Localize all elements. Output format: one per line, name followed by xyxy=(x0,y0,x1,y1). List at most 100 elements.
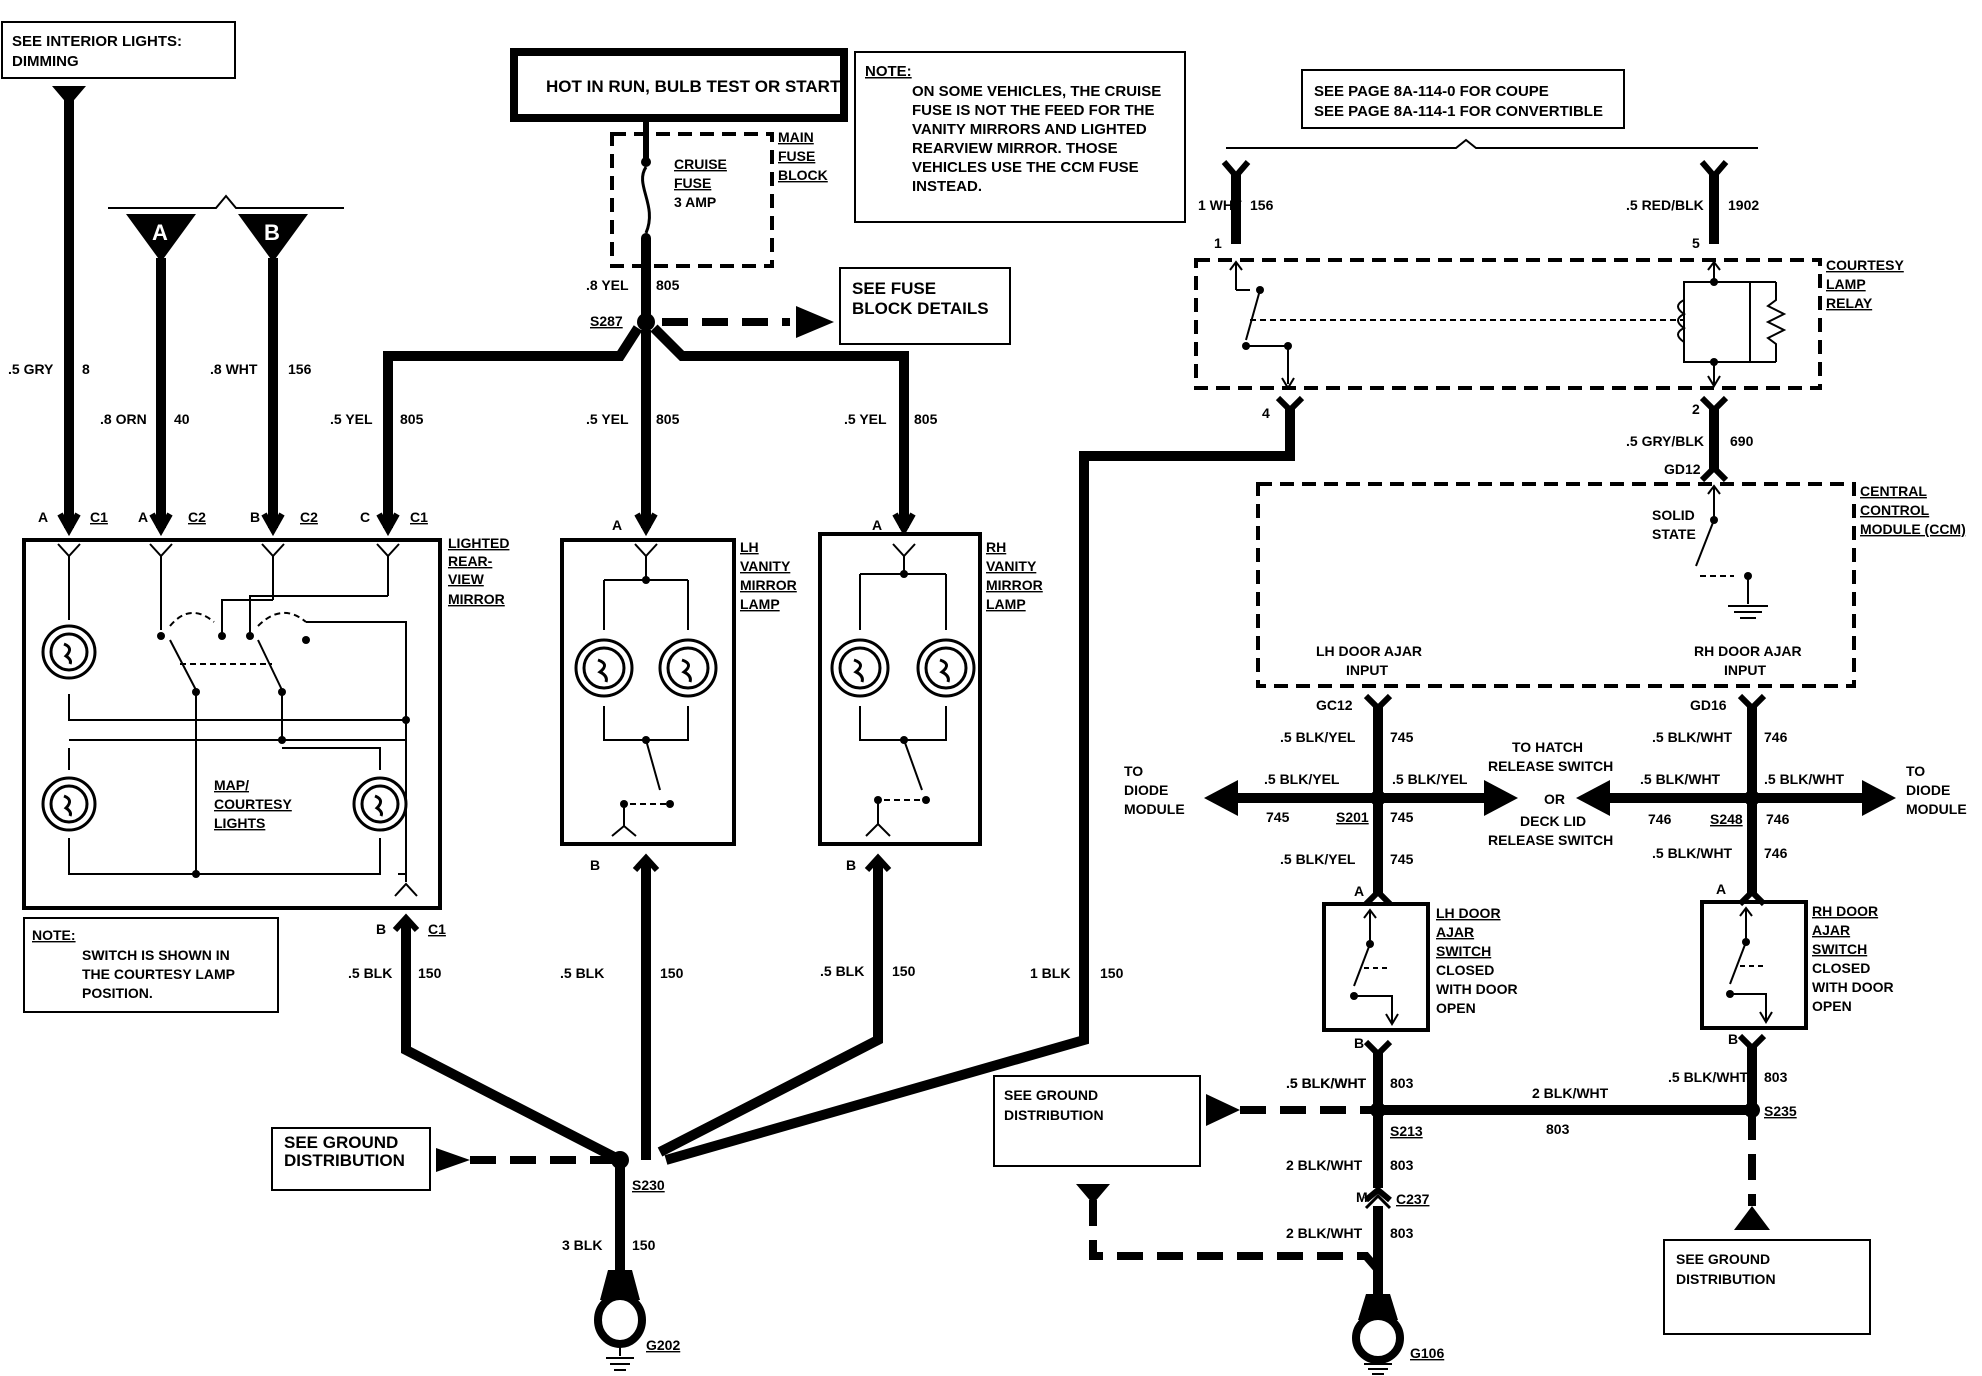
svg-text:3 BLK: 3 BLK xyxy=(562,1237,602,1253)
ccm-label: CENTRAL CONTROL MODULE (CCM) xyxy=(1860,483,1966,537)
svg-text:.5 BLK/YEL: .5 BLK/YEL xyxy=(1392,771,1468,787)
svg-text:TO HATCH: TO HATCH xyxy=(1512,739,1583,755)
svg-text:REARVIEW MIRROR. THOSE: REARVIEW MIRROR. THOSE xyxy=(912,140,1118,157)
svg-text:RELEASE SWITCH: RELEASE SWITCH xyxy=(1488,832,1613,848)
svg-text:RELAY: RELAY xyxy=(1826,295,1873,311)
lh-vanity-box xyxy=(560,538,736,846)
svg-text:745: 745 xyxy=(1390,851,1414,867)
svg-text:.5 BLK/WHT: .5 BLK/WHT xyxy=(1286,1075,1367,1091)
svg-text:.5 BLK/YEL: .5 BLK/YEL xyxy=(1280,851,1356,867)
lh-vanity-bulb-2 xyxy=(658,638,718,698)
svg-text:INPUT: INPUT xyxy=(1724,662,1766,678)
svg-text:B: B xyxy=(250,509,260,525)
ground-distribution-right: SEE GROUND DISTRIBUTION xyxy=(1663,1239,1871,1335)
lh-vanity-bulb-1 xyxy=(574,638,634,698)
svg-text:FUSE: FUSE xyxy=(674,175,711,191)
hot-in-run-box: HOT IN RUN, BULB TEST OR START xyxy=(510,48,848,122)
svg-text:S235: S235 xyxy=(1764,1103,1797,1119)
svg-text:COURTESY: COURTESY xyxy=(1826,257,1904,273)
svg-text:BLOCK: BLOCK xyxy=(778,167,828,183)
svg-text:.5 BLK/WHT: .5 BLK/WHT xyxy=(1668,1069,1749,1085)
svg-text:TO: TO xyxy=(1124,763,1143,779)
svg-text:.5 RED/BLK: .5 RED/BLK xyxy=(1626,197,1704,213)
svg-text:TO: TO xyxy=(1906,763,1925,779)
svg-text:FUSE: FUSE xyxy=(778,148,815,164)
svg-text:.5 BLK/WHT: .5 BLK/WHT xyxy=(1652,729,1733,745)
svg-text:INSTEAD.: INSTEAD. xyxy=(912,178,982,195)
lighted-mirror-box xyxy=(22,538,442,910)
svg-text:DECK LID: DECK LID xyxy=(1520,813,1586,829)
svg-text:1902: 1902 xyxy=(1728,197,1759,213)
svg-text:150: 150 xyxy=(660,965,684,981)
lh-door-switch-box xyxy=(1322,902,1430,1032)
ground-distribution-left: SEE GROUND DISTRIBUTION xyxy=(271,1127,431,1191)
svg-text:745: 745 xyxy=(1390,729,1414,745)
svg-text:INPUT: INPUT xyxy=(1346,662,1388,678)
svg-text:.8 WHT: .8 WHT xyxy=(210,361,258,377)
svg-text:C237: C237 xyxy=(1396,1191,1430,1207)
svg-text:SEE GROUND: SEE GROUND xyxy=(1004,1087,1098,1103)
svg-text:.5 BLK/YEL: .5 BLK/YEL xyxy=(1264,771,1340,787)
svg-text:SEE PAGE 8A-114-0 FOR COUPE: SEE PAGE 8A-114-0 FOR COUPE xyxy=(1314,83,1549,100)
svg-text:VIEW: VIEW xyxy=(448,571,485,587)
svg-text:AJAR: AJAR xyxy=(1812,922,1850,938)
svg-text:SEE PAGE 8A-114-1 FOR CONVERTI: SEE PAGE 8A-114-1 FOR CONVERTIBLE xyxy=(1314,103,1603,120)
ccm-box xyxy=(1256,482,1856,688)
svg-text:746: 746 xyxy=(1764,729,1788,745)
svg-text:S230: S230 xyxy=(632,1177,665,1193)
svg-text:A: A xyxy=(138,509,148,525)
svg-text:805: 805 xyxy=(914,411,938,427)
svg-text:8: 8 xyxy=(82,361,90,377)
rh-door-switch-box xyxy=(1700,900,1808,1030)
svg-text:POSITION.: POSITION. xyxy=(82,985,153,1001)
svg-text:156: 156 xyxy=(1250,197,1274,213)
svg-text:RH DOOR AJAR: RH DOOR AJAR xyxy=(1694,643,1802,659)
svg-text:LAMP: LAMP xyxy=(986,596,1026,612)
svg-text:.5 GRY: .5 GRY xyxy=(8,361,54,377)
svg-text:RH: RH xyxy=(986,539,1006,555)
svg-text:5: 5 xyxy=(1692,235,1700,251)
svg-text:G106: G106 xyxy=(1410,1345,1444,1361)
svg-text:.5 BLK/WHT: .5 BLK/WHT xyxy=(1640,771,1721,787)
svg-text:3 AMP: 3 AMP xyxy=(674,194,716,210)
svg-text:MAP/: MAP/ xyxy=(214,777,249,793)
svg-text:CONTROL: CONTROL xyxy=(1860,502,1930,518)
svg-text:.5 BLK: .5 BLK xyxy=(820,963,864,979)
to-hatch-release-switch: TO HATCH RELEASE SWITCH OR DECK LID RELE… xyxy=(1488,739,1613,848)
ground-g202: G202 xyxy=(594,1270,680,1371)
svg-text:805: 805 xyxy=(656,277,680,293)
svg-text:2 BLK/WHT: 2 BLK/WHT xyxy=(1532,1085,1609,1101)
svg-text:.5 YEL: .5 YEL xyxy=(844,411,887,427)
svg-text:.5 BLK/WHT: .5 BLK/WHT xyxy=(1286,1075,1367,1091)
svg-text:VANITY MIRRORS AND LIGHTED: VANITY MIRRORS AND LIGHTED xyxy=(912,121,1147,138)
svg-text:.5 GRY/BLK: .5 GRY/BLK xyxy=(1626,433,1704,449)
svg-text:OPEN: OPEN xyxy=(1812,998,1852,1014)
svg-text:LH: LH xyxy=(740,539,759,555)
svg-text:OR: OR xyxy=(1544,791,1565,807)
svg-text:REAR-: REAR- xyxy=(448,553,493,569)
svg-text:.5 BLK/WHT: .5 BLK/WHT xyxy=(1764,771,1845,787)
svg-text:805: 805 xyxy=(656,411,680,427)
main-fuse-block-label: MAIN FUSE BLOCK xyxy=(778,129,828,183)
svg-text:A: A xyxy=(1716,881,1726,897)
svg-text:.8 YEL: .8 YEL xyxy=(586,277,629,293)
cruise-fuse: CRUISE FUSE 3 AMP xyxy=(641,156,727,243)
svg-text:DISTRIBUTION: DISTRIBUTION xyxy=(284,1151,405,1170)
svg-text:GD16: GD16 xyxy=(1690,697,1727,713)
svg-text:C1: C1 xyxy=(428,921,446,937)
svg-text:745: 745 xyxy=(1390,809,1414,825)
svg-text:WITH DOOR: WITH DOOR xyxy=(1812,979,1894,995)
svg-text:.5 BLK/YEL: .5 BLK/YEL xyxy=(1280,729,1356,745)
input-b-triangle xyxy=(238,214,308,262)
svg-text:LIGHTED: LIGHTED xyxy=(448,535,509,551)
solid-state-label: SOLID STATE xyxy=(1652,507,1696,542)
svg-text:C2: C2 xyxy=(300,509,318,525)
svg-text:DIMMING: DIMMING xyxy=(12,53,79,70)
mirror-bulb-1 xyxy=(41,624,97,680)
svg-text:GD12: GD12 xyxy=(1664,461,1701,477)
interior-lights-arrow xyxy=(52,86,86,106)
svg-text:746: 746 xyxy=(1648,811,1672,827)
svg-text:2 BLK/WHT: 2 BLK/WHT xyxy=(1286,1225,1363,1241)
svg-text:SWITCH IS SHOWN IN: SWITCH IS SHOWN IN xyxy=(82,947,230,963)
rh-door-switch-label: RH DOOR AJAR SWITCH CLOSED WITH DOOR OPE… xyxy=(1812,903,1894,1014)
